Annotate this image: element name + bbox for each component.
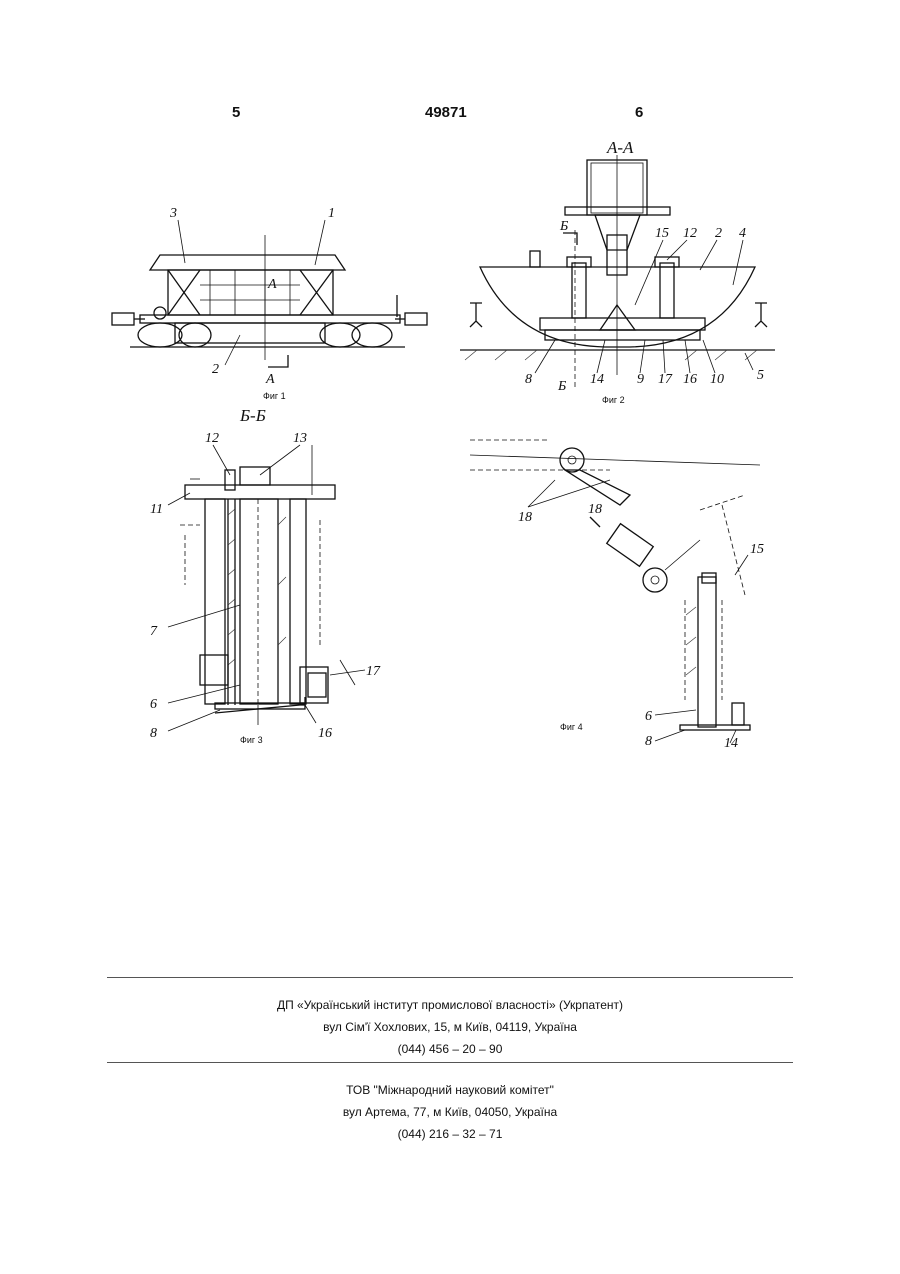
label-10: 10 [710,372,724,387]
label-5: 5 [757,368,764,383]
figure-3: Б-Б 12 13 11 7 17 6 8 16 Фиг 3 [140,405,390,750]
label-16: 16 [683,372,697,387]
tank-body [480,267,755,347]
label-17: 17 [366,664,381,679]
figure-4: 18 18 15 6 8 14 Фиг 4 [460,425,780,750]
wagon-body [168,270,333,315]
label-6: 6 [150,697,157,712]
label-7: 7 [150,624,158,639]
footer-phone-1: (044) 456 – 20 – 90 [0,1042,900,1056]
figure-3-caption: Фиг 3 [240,735,263,745]
label-18-right: 18 [588,502,602,517]
label-9: 9 [637,372,644,387]
label-2: 2 [715,226,722,241]
label-b-top: Б [559,219,568,234]
label-6: 6 [645,709,652,724]
page-number-left: 5 [232,104,240,121]
column-7 [240,499,278,704]
label-17: 17 [658,372,673,387]
footer-org-1: ДП «Український інститут промислової вла… [0,998,900,1012]
label-8: 8 [150,726,157,741]
label-18-left: 18 [518,510,532,525]
label-11: 11 [150,502,163,517]
footer-org-2: ТОВ "Міжнародний науковий комітет" [0,1083,900,1097]
figure-2: А-А Б 15 12 2 4 8 Б 14 9 17 16 10 5 Фиг … [455,135,785,410]
footer-rule-middle [107,1062,793,1063]
label-12: 12 [683,226,697,241]
label-4: 4 [739,226,746,241]
figure-1-caption: Фиг 1 [263,391,286,401]
patent-number: 49871 [425,104,467,121]
page-number-right: 6 [635,104,643,121]
figure-2-caption: Фиг 2 [602,395,625,405]
section-a-a: А-А [606,138,634,157]
label-8: 8 [645,734,652,749]
label-16: 16 [318,726,332,741]
label-14: 14 [590,372,604,387]
label-3: 3 [169,206,177,221]
section-b-b: Б-Б [239,406,266,425]
label-a-section: А [267,277,277,292]
label-b-bottom: Б [557,379,566,394]
label-14: 14 [724,736,738,750]
label-8: 8 [525,372,532,387]
label-2: 2 [212,362,219,377]
label-1: 1 [328,206,335,221]
footer-address-2: вул Артема, 77, м Київ, 04050, Україна [0,1105,900,1119]
footer-address-1: вул Сім'ї Хохлових, 15, м Київ, 04119, У… [0,1020,900,1034]
figure-4-caption: Фиг 4 [560,722,583,732]
label-13: 13 [293,431,307,446]
label-15: 15 [750,542,764,557]
label-a-arrow: А [265,372,275,387]
footer-phone-2: (044) 216 – 32 – 71 [0,1127,900,1141]
label-12: 12 [205,431,219,446]
figure-1: 3 1 2 А А Фиг 1 [100,195,440,410]
label-15: 15 [655,226,669,241]
footer-rule-top [107,977,793,978]
